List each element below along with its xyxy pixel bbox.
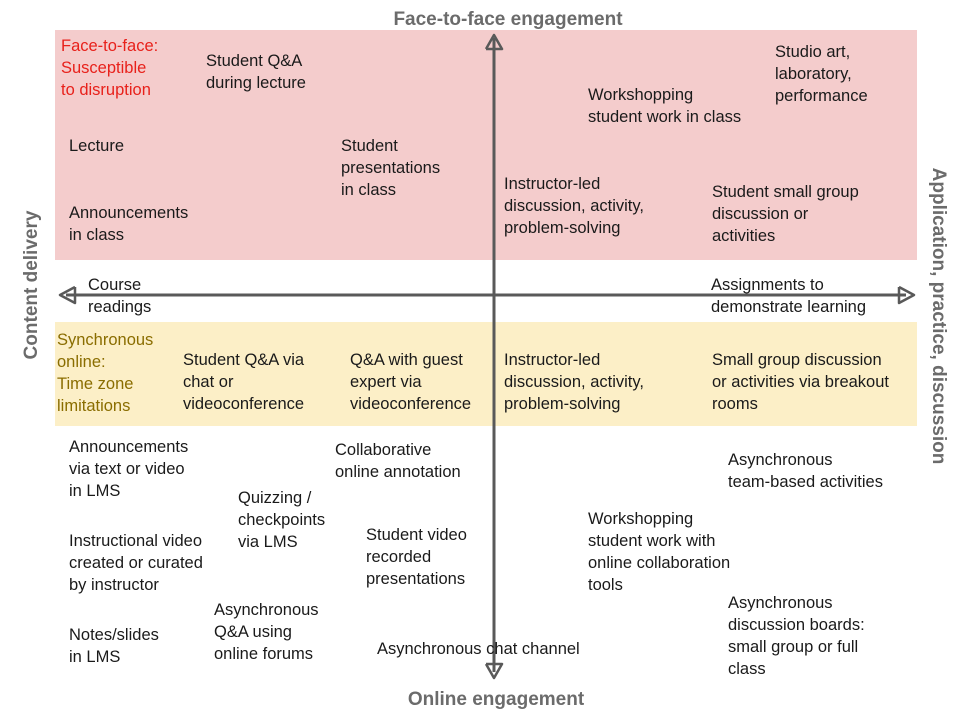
item-student-qa-lecture: Student Q&A during lecture xyxy=(206,52,306,92)
axis-arrowhead-top xyxy=(484,33,504,51)
synchronous-band-label: Synchronous online: Time zone limitation… xyxy=(57,331,154,415)
axis-arrowhead-right xyxy=(897,285,916,305)
item-notes-slides: Notes/slides in LMS xyxy=(69,626,159,666)
item-instructor-led-f2f: Instructor-led discussion, activity, pro… xyxy=(504,175,644,237)
axis-title-content-delivery: Content delivery xyxy=(21,210,42,360)
face-to-face-band xyxy=(55,30,917,260)
item-lecture: Lecture xyxy=(69,137,125,155)
axis-title-face-to-face: Face-to-face engagement xyxy=(393,9,623,30)
axis-title-online: Online engagement xyxy=(407,689,585,710)
item-collab-annotation: Collaborative online annotation xyxy=(335,441,461,481)
item-workshopping-online: Workshopping student work with online co… xyxy=(588,510,731,594)
item-announcements-lms: Announcements via text or video in LMS xyxy=(69,438,189,500)
item-workshopping-class: Workshopping student work in class xyxy=(588,86,742,126)
item-quizzing: Quizzing / checkpoints via LMS xyxy=(238,489,326,551)
axis-title-application: Application, practice, discussion xyxy=(928,167,949,465)
item-team-based: Asynchronous team-based activities xyxy=(728,451,883,491)
item-announcements-class: Announcements in class xyxy=(69,204,189,244)
item-breakout: Small group discussion or activities via… xyxy=(712,351,889,413)
item-instructor-led-sync: Instructor-led discussion, activity, pro… xyxy=(504,351,644,413)
item-chat-channel: Asynchronous chat channel xyxy=(377,640,580,658)
item-student-video: Student video recorded presentations xyxy=(366,526,467,588)
item-instructional-video: Instructional video created or curated b… xyxy=(69,532,203,594)
item-qa-guest: Q&A with guest expert via videoconferenc… xyxy=(350,351,472,413)
axis-arrowhead-bottom xyxy=(484,662,504,680)
item-course-readings: Course readings xyxy=(88,276,152,316)
item-assignments: Assignments to demonstrate learning xyxy=(711,276,867,316)
face-to-face-band-label: Face-to-face: Susceptible to disruption xyxy=(61,37,159,99)
item-async-qa: Asynchronous Q&A using online forums xyxy=(214,601,319,663)
item-qa-chat: Student Q&A via chat or videoconference xyxy=(183,351,305,413)
item-small-group-f2f: Student small group discussion or activi… xyxy=(712,183,859,245)
item-discussion-boards: Asynchronous discussion boards: small gr… xyxy=(728,594,865,678)
item-student-presentations: Student presentations in class xyxy=(341,137,441,199)
synchronous-online-band xyxy=(55,322,917,426)
item-studio-art: Studio art, laboratory, performance xyxy=(775,43,868,105)
axis-arrowhead-left xyxy=(58,285,77,305)
